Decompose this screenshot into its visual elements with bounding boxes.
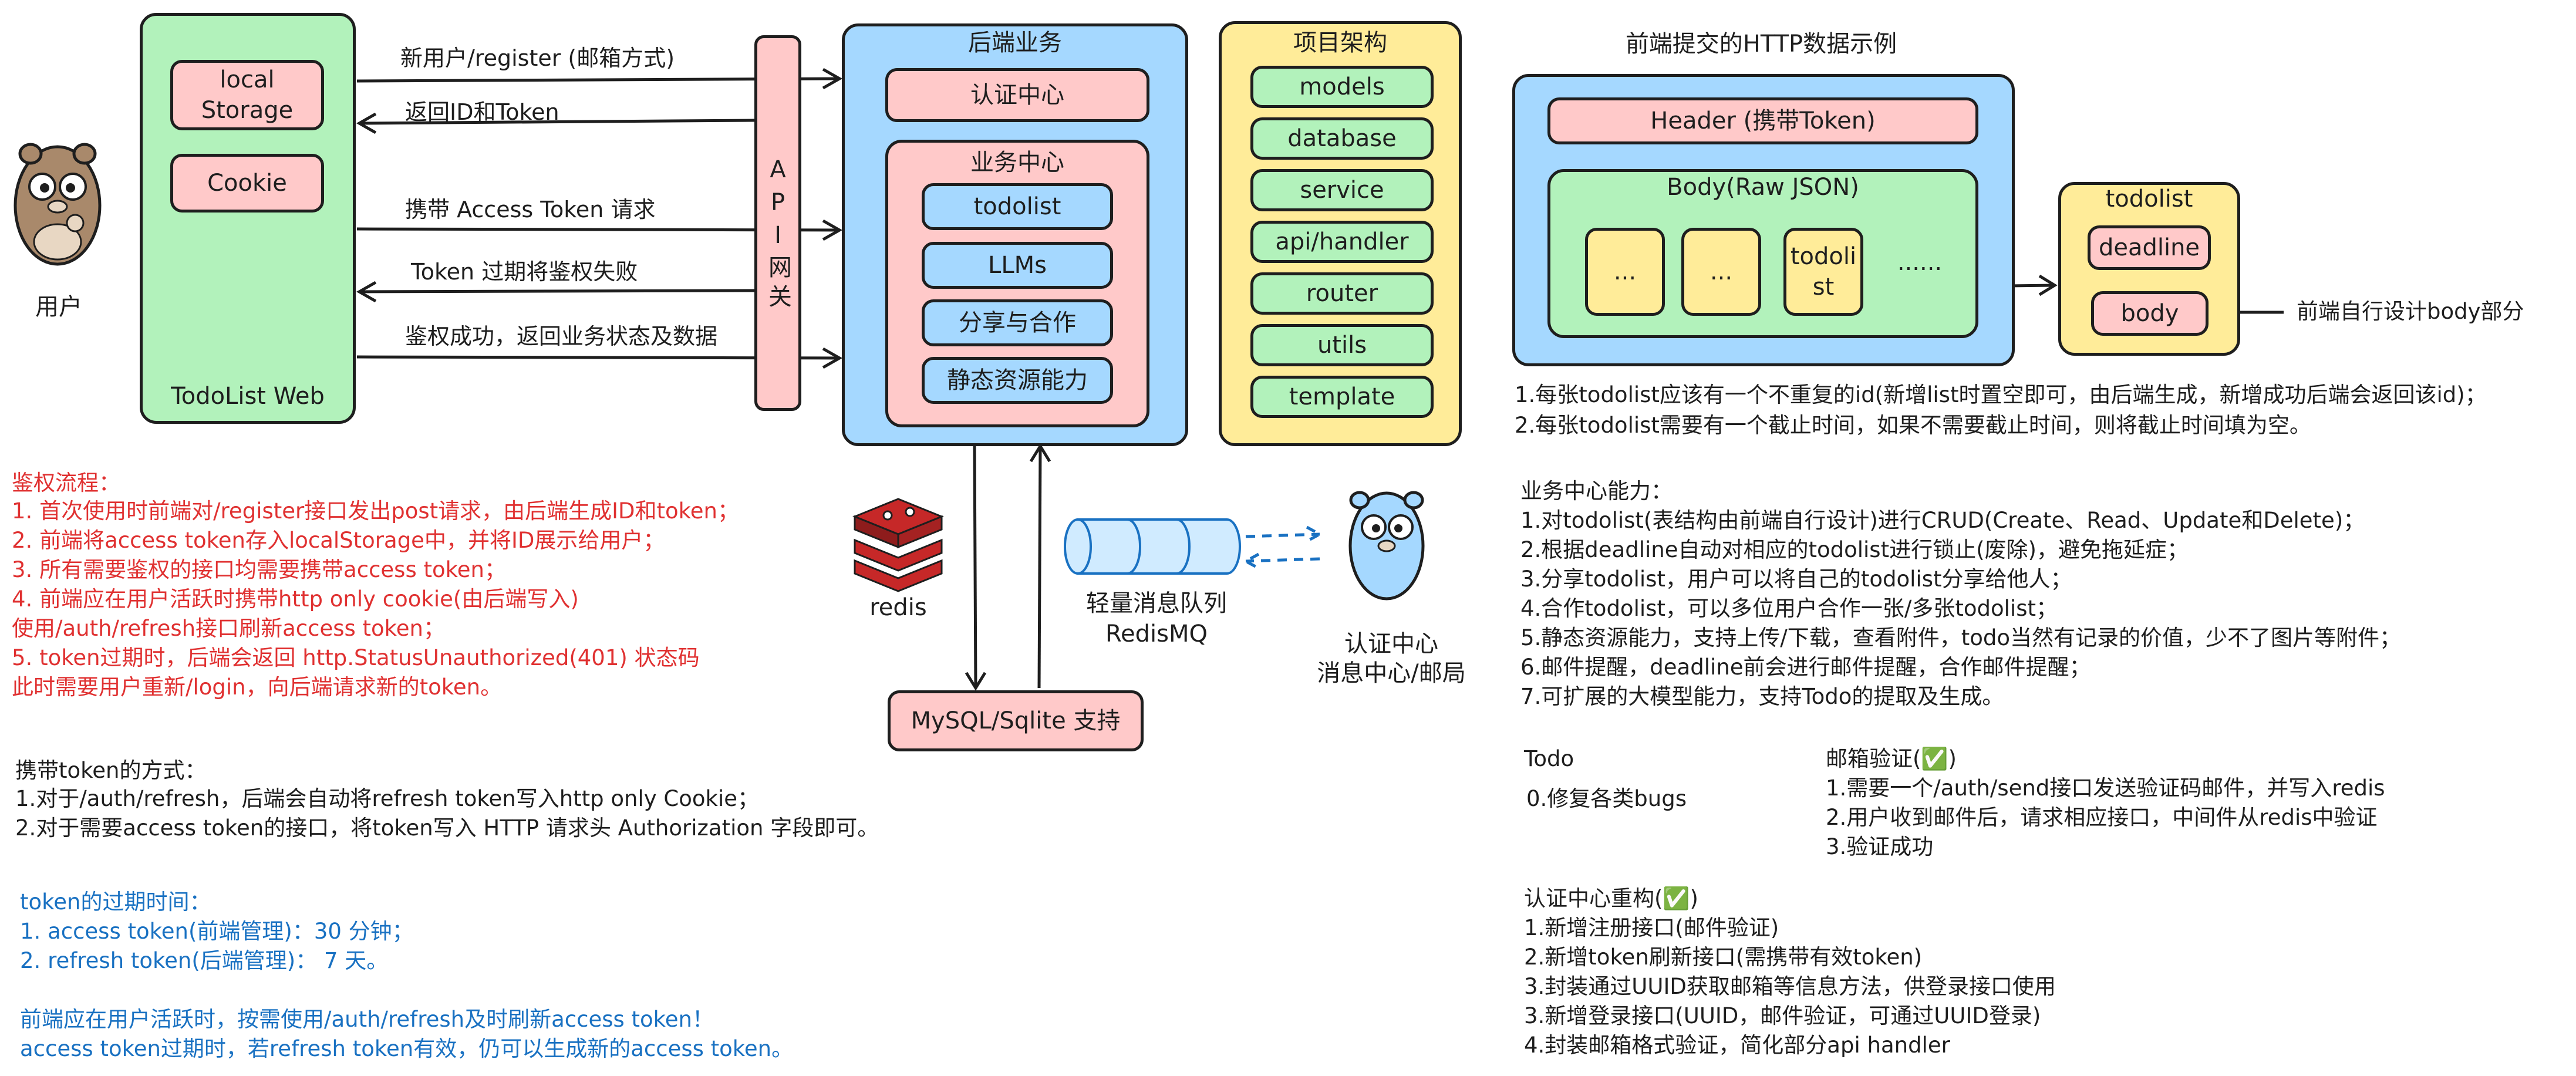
http-note-1: 1.每张todolist应该有一个不重复的id(新增list时置空即可，由后端生… [1515,382,2487,407]
auth-refactor-line-2: 2.新增token刷新接口(需携带有效token) [1524,945,1923,970]
token-expiry-line-2: 2. refresh token(后端管理)： 7 天。 [20,948,389,973]
auth-flow-line-7: 此时需要用户重新/login，向后端请求新的token。 [12,674,503,700]
auth-refactor-line-4: 3.新增登录接口(UUID，邮件验证，可通过UUID登录) [1524,1003,2041,1028]
auth-flow-title: 鉴权流程： [12,470,120,495]
business-capability-line-4: 4.合作todolist，可以多位用户合作一张/多张todolist； [1520,596,2058,621]
business-capability-line-2: 2.根据deadline自动对相应的todolist进行锁止(废除)，避免拖延症… [1520,537,2189,562]
body-item-more: ...... [1897,249,1943,276]
business-item-todolist: todolist [922,183,1113,230]
business-capability-line-1: 1.对todolist(表结构由前端自行设计)进行CRUD(Create、Rea… [1520,508,2365,533]
token-carry-line-2: 2.对于需要access token的接口，将token写入 HTTP 请求头 … [15,815,879,841]
body-item-2: ... [1681,228,1761,316]
architecture-title: 项目架构 [1293,29,1387,56]
mq-arrows [1242,525,1323,570]
token-expiry-line-4: 前端应在用户活跃时，按需使用/auth/refresh及时刷新access to… [20,1007,714,1032]
cookie-box: Cookie [170,154,324,212]
auth-flow-line-3: 3. 所有需要鉴权的接口均需要携带access token； [12,557,506,582]
auth-flow-line-2: 2. 前端将access token存入localStorage中，并将ID展示… [12,528,665,553]
business-item-share: 分享与合作 [922,299,1113,346]
architecture-item-api-handler: api/handler [1250,221,1434,263]
http-note-2: 2.每张todolist需要有一个截止时间，如果不需要截止时间，则将截止时间填为… [1515,413,2311,438]
flow-return-id-token-label: 返回ID和Token [405,99,559,125]
body-item-1: ... [1585,228,1665,316]
http-header-box: Header (携带Token) [1547,97,1978,144]
business-capability-line-7: 7.可扩展的大模型能力，支持Todo的提取及生成。 [1520,684,2004,709]
email-verify-line-2: 2.用户收到邮件后，请求相应接口，中间件从redis中验证 [1826,805,2378,830]
auth-center-box: 认证中心 [885,68,1149,122]
api-gateway-label: API网关 [764,156,791,313]
email-verify-title: 邮箱验证(✅) [1826,746,1957,771]
business-item-static: 静态资源能力 [922,357,1113,404]
redis-icon [852,498,944,592]
business-capability-line-5: 5.静态资源能力，支持上传/下载，查看附件，todo当然有记录的价值，少不了图片… [1520,625,2402,650]
business-capability-line-3: 3.分享todolist，用户可以将自己的todolist分享给他人； [1520,566,2072,592]
redis-label: redis [869,594,927,621]
flow-auth-success-label: 鉴权成功，返回业务状态及数据 [405,323,718,349]
token-carry-line-1: 1.对于/auth/refresh，后端会自动将refresh token写入h… [15,786,760,811]
body-item-todolist: todoli st [1783,228,1863,316]
auth-refactor-title: 认证中心重构(✅) [1524,886,1698,911]
auth-flow-line-4: 4. 前端应在用户活跃时携带http only cookie(由后端写入) [12,586,579,612]
flow-token-expired-label: Token 过期将鉴权失败 [411,259,638,285]
web-client-title: TodoList Web [171,383,325,410]
todolist-field-deadline: deadline [2088,225,2211,270]
database-box: MySQL/Sqlite 支持 [888,690,1144,751]
http-example-title: 前端提交的HTTP数据示例 [1625,31,1897,58]
todolist-structure-title: todolist [2105,185,2193,212]
body-note: 前端自行设计body部分 [2297,299,2524,324]
flow-register-label: 新用户/register (邮箱方式) [400,45,675,71]
business-center-title: 业务中心 [970,149,1064,176]
local-storage-box: local Storage [170,60,324,130]
auth-flow-line-6: 5. token过期时，后端会返回 http.StatusUnauthorize… [12,645,700,670]
architecture-item-database: database [1250,117,1434,160]
architecture-item-models: models [1250,66,1434,108]
auth-flow-line-1: 1. 首次使用时前端对/register接口发出post请求，由后端生成ID和t… [12,498,739,524]
token-expiry-line-5: access token过期时，若refresh token有效，仍可以生成新的… [20,1036,794,1061]
architecture-item-template: template [1250,376,1434,418]
email-verify-line-3: 3.验证成功 [1826,834,1934,859]
todo-line-1: 0.修复各类bugs [1526,786,1687,811]
auth-mail-gopher-icon [1348,491,1425,601]
architecture-item-router: router [1250,272,1434,315]
todolist-field-body: body [2091,291,2209,336]
business-item-llms: LLMs [922,242,1113,289]
token-expiry-line-1: 1. access token(前端管理)：30 分钟； [20,919,414,944]
token-expiry-title: token的过期时间： [20,889,211,915]
architecture-item-utils: utils [1250,324,1434,366]
auth-flow-line-5: 使用/auth/refresh接口刷新access token； [12,616,445,641]
token-carry-title: 携带token的方式： [15,758,207,783]
flow-carry-token-label: 携带 Access Token 请求 [405,197,656,222]
todo-title: Todo [1524,746,1574,771]
db-arrows [965,443,1051,691]
message-queue-label: 轻量消息队列 RedisMQ [1086,590,1227,647]
http-body-title: Body(Raw JSON) [1667,174,1859,201]
message-queue-icon [1064,518,1241,575]
email-verify-line-1: 1.需要一个/auth/send接口发送验证码邮件，并写入redis [1826,775,2385,801]
api-gateway [754,35,801,411]
auth-refactor-line-5: 4.封装邮箱格式验证，简化部分api handler [1524,1033,1950,1058]
architecture-item-service: service [1250,169,1434,211]
auth-mail-label: 认证中心 消息中心/邮局 [1317,630,1466,687]
business-capabilities-title: 业务中心能力： [1520,478,1673,504]
user-gopher-icon [14,143,102,266]
backend-title: 后端业务 [968,29,1062,56]
auth-refactor-line-1: 1.新增注册接口(邮件验证) [1524,915,1779,940]
user-label: 用户 [35,294,82,321]
business-capability-line-6: 6.邮件提醒，deadline前会进行邮件提醒，合作邮件提醒； [1520,655,2091,680]
auth-refactor-line-3: 3.封装通过UUID获取邮箱等信息方法，供登录接口使用 [1524,974,2056,999]
